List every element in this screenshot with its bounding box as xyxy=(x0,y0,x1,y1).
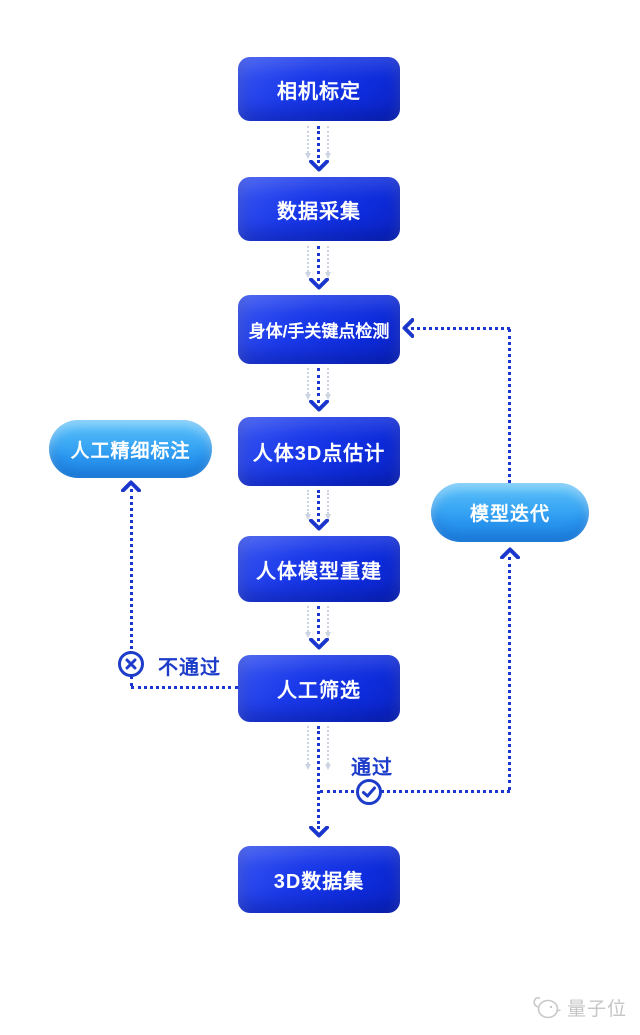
qbitai-mascot-icon xyxy=(533,996,561,1018)
arrow-down-icon xyxy=(309,278,329,290)
node-3d-dataset: 3D数据集 xyxy=(238,846,400,913)
watermark-text: 量子位 xyxy=(567,999,628,1020)
node-keypoint-detection: 身体/手关键点检测 xyxy=(238,295,400,364)
dotted-line xyxy=(317,606,320,641)
motion-line-icon xyxy=(305,726,311,770)
dotted-line xyxy=(317,490,320,522)
node-model-iteration: 模型迭代 xyxy=(431,483,589,542)
arrow-up-icon xyxy=(121,480,141,492)
pass-route-horizontal-line xyxy=(320,790,510,793)
x-circle-icon xyxy=(117,650,145,683)
fail-label: 不通过 xyxy=(158,657,221,679)
arrow-up-icon xyxy=(500,547,520,559)
motion-line-icon xyxy=(305,606,311,637)
node-camera-calibration: 相机标定 xyxy=(238,57,400,121)
motion-line-icon xyxy=(325,726,331,770)
node-human-model-reconstruction: 人体模型重建 xyxy=(238,536,400,602)
arrow-down-icon xyxy=(309,160,329,172)
arrow-down-icon xyxy=(309,638,329,650)
fail-route-vertical-line xyxy=(130,489,133,686)
pass-label: 通过 xyxy=(351,757,393,779)
arrow-down-icon xyxy=(309,519,329,531)
watermark: 量子位 xyxy=(532,994,627,1021)
pass-route-vertical-line xyxy=(508,557,511,790)
motion-line-icon xyxy=(305,490,311,520)
dotted-line xyxy=(317,726,320,829)
motion-line-icon xyxy=(305,246,311,277)
connector-4 xyxy=(305,490,333,531)
node-data-collection: 数据采集 xyxy=(238,177,400,241)
connector-2 xyxy=(305,246,333,290)
fail-route-horizontal-line xyxy=(131,686,238,689)
node-human-3d-point-estimation: 人体3D点估计 xyxy=(238,417,400,486)
arrow-down-icon xyxy=(309,400,329,412)
check-circle-icon xyxy=(355,778,383,811)
motion-line-icon xyxy=(305,126,311,159)
iteration-route-vertical-line xyxy=(508,329,511,483)
connector-3 xyxy=(305,368,333,412)
dotted-line xyxy=(317,246,320,281)
iteration-route-horizontal-line xyxy=(411,327,510,330)
motion-line-icon xyxy=(305,368,311,399)
arrow-down-icon xyxy=(309,826,329,838)
dotted-line xyxy=(317,368,320,403)
arrow-left-icon xyxy=(402,318,414,338)
motion-line-icon xyxy=(325,490,331,520)
node-manual-fine-annotation: 人工精细标注 xyxy=(49,420,212,478)
motion-line-icon xyxy=(325,126,331,159)
connector-1 xyxy=(305,126,333,172)
motion-line-icon xyxy=(325,246,331,277)
connector-6 xyxy=(305,726,333,838)
dotted-line xyxy=(317,126,320,163)
node-manual-screening: 人工筛选 xyxy=(238,655,400,722)
motion-line-icon xyxy=(325,368,331,399)
motion-line-icon xyxy=(325,606,331,637)
connector-5 xyxy=(305,606,333,650)
